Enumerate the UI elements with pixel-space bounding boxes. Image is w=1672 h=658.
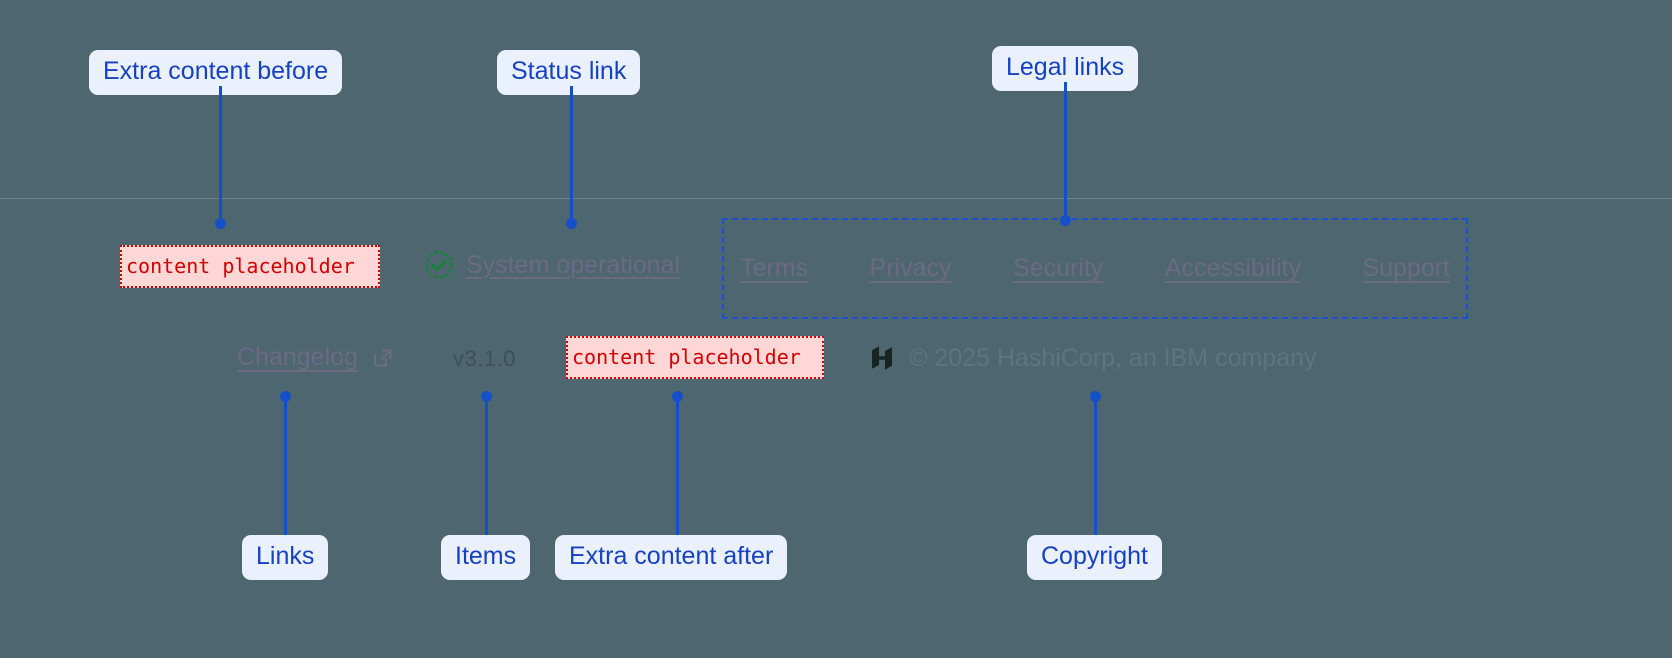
status-link-label: System operational — [466, 250, 681, 279]
extra-content-after-placeholder: content placeholder — [566, 336, 824, 379]
legal-link-terms[interactable]: Terms — [740, 254, 809, 282]
callout-links: Links — [242, 535, 329, 580]
callout-items: Items — [441, 535, 531, 580]
leader-dot-extra-content-after — [672, 391, 683, 402]
version-item: v3.1.0 — [453, 346, 516, 371]
copyright-group: © 2025 HashiCorp, an IBM company — [868, 343, 1317, 373]
callout-status-link: Status link — [497, 50, 641, 95]
leader-line-links — [284, 398, 287, 535]
leader-dot-status-link — [566, 218, 577, 229]
changelog-link-label: Changelog — [237, 343, 358, 371]
leader-dot-items — [481, 391, 492, 402]
status-link[interactable]: System operational — [424, 250, 680, 280]
footer-component — [0, 198, 1672, 458]
footer-top-separator — [0, 198, 1672, 199]
legal-links-list: Terms Privacy Security Accessibility Sup… — [724, 220, 1466, 317]
legal-link-accessibility[interactable]: Accessibility — [1164, 254, 1301, 282]
leader-line-items — [485, 398, 488, 535]
legal-link-privacy[interactable]: Privacy — [869, 254, 952, 282]
callout-extra-content-before: Extra content before — [89, 50, 343, 95]
leader-line-copyright — [1094, 398, 1097, 535]
external-link-icon — [370, 345, 396, 371]
legal-link-security[interactable]: Security — [1013, 254, 1104, 282]
check-circle-icon — [424, 250, 454, 280]
changelog-link[interactable]: Changelog — [237, 343, 396, 372]
hashicorp-logo-icon — [868, 343, 896, 373]
leader-dot-legal-links — [1060, 215, 1071, 226]
leader-dot-copyright — [1090, 391, 1101, 402]
leader-line-status-link — [570, 86, 573, 224]
leader-dot-extra-content-before — [215, 218, 226, 229]
callout-extra-content-after: Extra content after — [555, 535, 788, 580]
copyright-text: © 2025 HashiCorp, an IBM company — [909, 343, 1317, 372]
legal-links-region: Terms Privacy Security Accessibility Sup… — [722, 218, 1468, 319]
extra-content-before-placeholder: content placeholder — [120, 245, 380, 288]
legal-link-support[interactable]: Support — [1362, 254, 1450, 282]
callout-copyright: Copyright — [1027, 535, 1162, 580]
leader-line-legal-links — [1064, 82, 1067, 220]
leader-line-extra-content-before — [219, 86, 222, 224]
leader-line-extra-content-after — [676, 398, 679, 535]
leader-dot-links — [280, 391, 291, 402]
